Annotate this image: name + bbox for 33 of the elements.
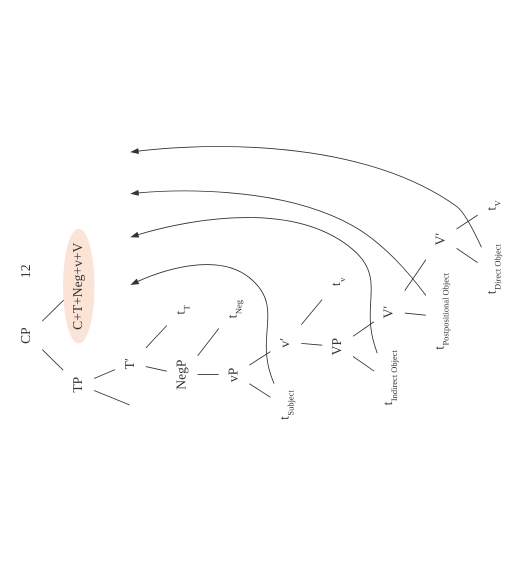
- connector: [249, 351, 271, 366]
- connector: [300, 342, 323, 346]
- connector: [300, 299, 323, 326]
- node-text: V′: [380, 306, 396, 318]
- connector: [249, 383, 271, 398]
- node-text: NegP: [174, 360, 189, 390]
- connector: [456, 248, 478, 264]
- connector: [145, 325, 168, 348]
- arrow: [130, 217, 378, 354]
- arrow: [130, 146, 482, 248]
- connector: [145, 366, 168, 372]
- node-text: v′: [277, 338, 292, 348]
- node-text: vP: [225, 368, 240, 382]
- connector: [42, 349, 64, 371]
- node-text: CP: [18, 327, 34, 344]
- arrow: [130, 190, 426, 296]
- connector: [456, 214, 478, 230]
- connector: [197, 328, 220, 356]
- node-text: V′: [432, 232, 448, 246]
- connector: [94, 390, 130, 406]
- connector: [197, 374, 220, 375]
- connector: [404, 312, 426, 316]
- node-text: TP: [70, 376, 85, 393]
- arrow: [130, 264, 274, 384]
- connector: [404, 259, 426, 291]
- connector: [352, 356, 374, 372]
- connector: [352, 321, 374, 337]
- connector: [94, 369, 116, 379]
- connector: [42, 300, 64, 322]
- label: 12: [18, 264, 34, 278]
- node-text: VP: [328, 338, 344, 356]
- node-ellipse: C+T+Neg+v+V: [63, 228, 94, 344]
- node-text: T′: [122, 358, 137, 370]
